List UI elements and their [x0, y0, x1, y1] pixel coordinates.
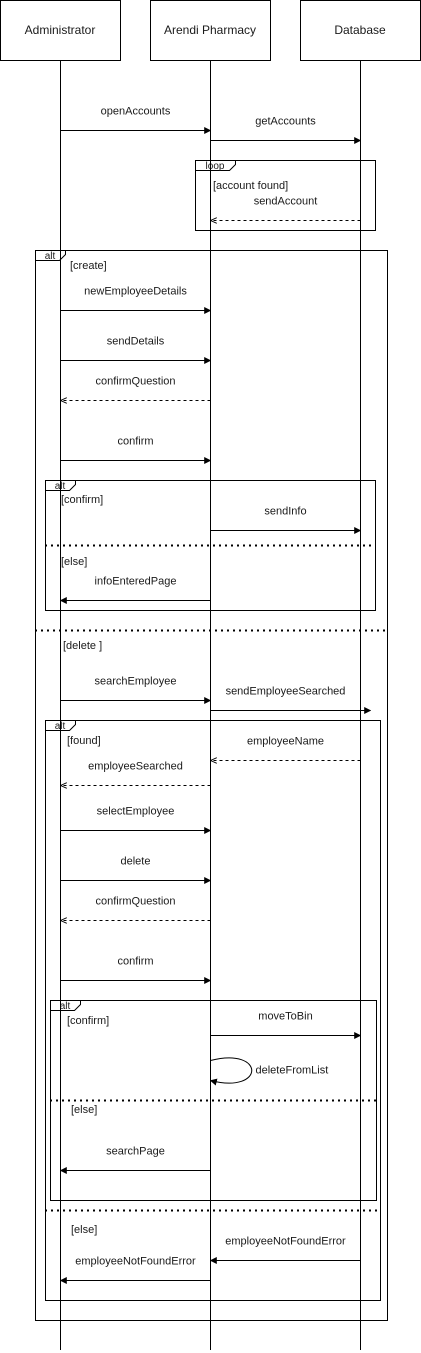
guard-g-create: [create]	[70, 260, 107, 272]
fragment-frame	[195, 160, 376, 231]
guard-g-else-2: [else]	[71, 1104, 97, 1116]
fragment-alt-outer: alt	[35, 250, 388, 1321]
guard-g-found: [found]	[67, 735, 101, 747]
message-label: employeeNotFoundError	[75, 1256, 196, 1268]
fragment-frame	[35, 250, 388, 1321]
message-sendEmployeeSearched: sendEmployeeSearched	[210, 686, 372, 714]
fragment-frame	[45, 720, 381, 1301]
message-label: moveToBin	[258, 1011, 312, 1023]
guard-g-else-3: [else]	[71, 1224, 97, 1236]
message-label: getAccounts	[255, 116, 316, 128]
message-label: searchEmployee	[95, 676, 177, 688]
fragment-tag	[45, 720, 76, 731]
fragment-loop: loop	[195, 160, 376, 231]
self-message-arrow	[209, 1057, 253, 1086]
guard-g-confirm-2: [confirm]	[67, 1015, 109, 1027]
message-confirmQuestion: confirmQuestion	[61, 376, 211, 401]
message-delete: delete	[60, 856, 212, 884]
message-confirm: confirm	[60, 956, 212, 984]
participant-box	[0, 0, 121, 61]
message-label: employeeName	[247, 736, 324, 748]
message-label: selectEmployee	[97, 806, 175, 818]
message-label: sendEmployeeSearched	[226, 686, 346, 698]
message-employeeNotFoundError: employeeNotFoundError	[59, 1256, 211, 1284]
message-label: deleteFromList	[256, 1065, 329, 1077]
participant-admin: Administrator	[0, 0, 121, 1350]
message-label: confirmQuestion	[95, 376, 175, 388]
message-label: delete	[121, 856, 151, 868]
fragment-tag	[45, 480, 76, 491]
participant-box	[300, 0, 421, 61]
fragment-tag	[50, 1000, 81, 1011]
fragment-operator: alt	[60, 1001, 71, 1012]
messages-layer: openAccounts getAccounts sendAccount newEmp…	[59, 106, 372, 1284]
message-deleteFromList: deleteFromList	[209, 1057, 329, 1086]
participant-label: Arendi Pharmacy	[164, 23, 256, 37]
message-sendDetails: sendDetails	[60, 336, 212, 364]
message-infoEnteredPage: infoEnteredPage	[59, 576, 211, 604]
fragment-operator: alt	[45, 251, 56, 262]
message-label: sendAccount	[254, 196, 318, 208]
message-label: newEmployeeDetails	[84, 286, 187, 298]
fragment-tag	[195, 160, 236, 171]
participant-box	[150, 0, 271, 61]
participant-label: Database	[334, 23, 386, 37]
message-label: employeeSearched	[88, 761, 183, 773]
message-label: sendInfo	[264, 506, 306, 518]
fragment-tag	[35, 250, 66, 261]
message-label: employeeNotFoundError	[225, 1236, 346, 1248]
fragment-operator: loop	[206, 161, 225, 172]
message-employeeSearched: employeeSearched	[61, 761, 211, 786]
message-sendInfo: sendInfo	[210, 506, 362, 534]
message-sendAccount: sendAccount	[211, 196, 361, 221]
guard-g-confirm-1: [confirm]	[61, 494, 103, 506]
message-moveToBin: moveToBin	[210, 1011, 362, 1039]
participant-pharmacy: Arendi Pharmacy	[150, 0, 271, 1350]
message-label: searchPage	[106, 1146, 165, 1158]
message-searchEmployee: searchEmployee	[60, 676, 212, 704]
message-label: openAccounts	[101, 106, 171, 118]
guard-g-account-found: [account found]	[213, 180, 288, 192]
participant-label: Administrator	[25, 23, 96, 37]
message-searchPage: searchPage	[59, 1146, 211, 1174]
message-label: confirm	[117, 956, 153, 968]
message-openAccounts: openAccounts	[60, 106, 212, 134]
message-label: infoEnteredPage	[95, 576, 177, 588]
message-confirmQuestion: confirmQuestion	[61, 896, 211, 921]
message-employeeName: employeeName	[211, 736, 361, 761]
message-newEmployeeDetails: newEmployeeDetails	[60, 286, 212, 314]
message-label: confirm	[117, 436, 153, 448]
guard-g-else-1: [else]	[61, 556, 87, 568]
message-getAccounts: getAccounts	[210, 116, 362, 144]
message-selectEmployee: selectEmployee	[60, 806, 212, 834]
message-employeeNotFoundError: employeeNotFoundError	[209, 1236, 361, 1264]
participant-db: Database	[300, 0, 421, 1350]
message-label: confirmQuestion	[95, 896, 175, 908]
message-confirm: confirm	[60, 436, 212, 464]
guard-g-delete: [delete ]	[63, 640, 102, 652]
message-label: sendDetails	[107, 336, 165, 348]
